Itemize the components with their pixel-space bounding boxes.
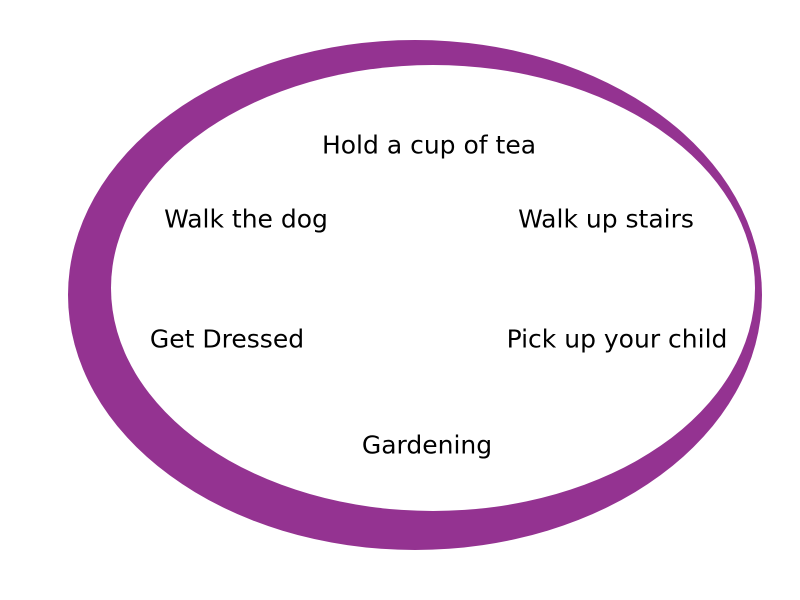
- item-gardening: Gardening: [361, 430, 493, 460]
- item-get-dressed: Get Dressed: [149, 324, 305, 354]
- outer-ellipse: [68, 40, 762, 550]
- item-hold-cup-of-tea: Hold a cup of tea: [321, 130, 537, 160]
- item-walk-up-stairs: Walk up stairs: [518, 204, 694, 234]
- item-walk-the-dog: Walk the dog: [164, 204, 328, 234]
- item-pick-up-your-child: Pick up your child: [506, 324, 728, 354]
